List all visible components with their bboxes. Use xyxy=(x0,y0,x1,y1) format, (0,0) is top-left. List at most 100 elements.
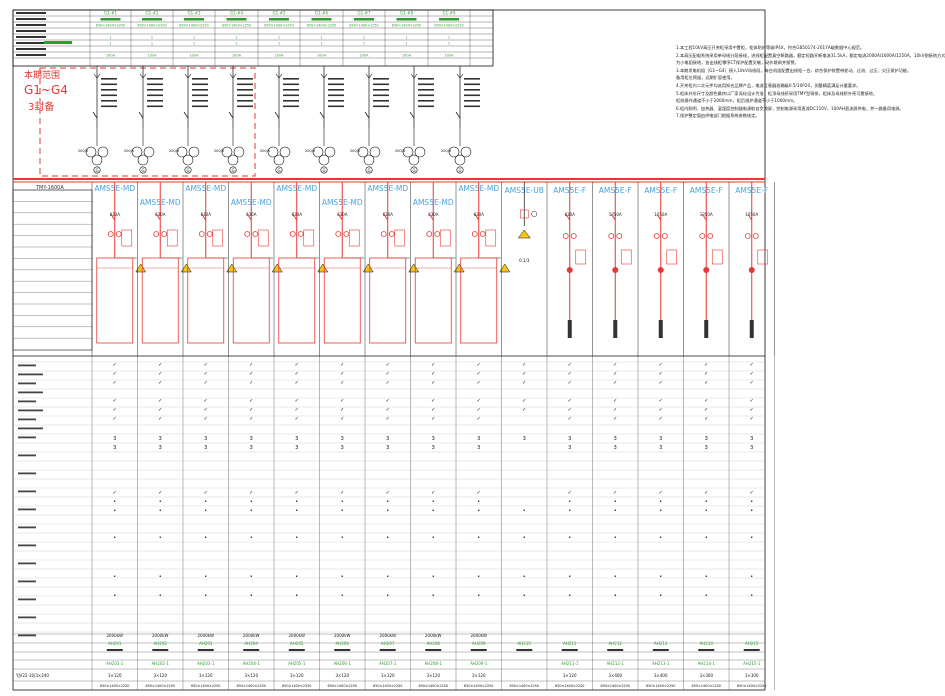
panel-dimensions: 650×1400×2250 xyxy=(646,684,675,688)
lower-mark: • xyxy=(432,508,435,514)
lower-mark: 3 xyxy=(250,445,253,451)
incomer-spec-text xyxy=(283,83,299,86)
lower-mark: ✓ xyxy=(295,362,299,368)
md-ct xyxy=(426,231,433,237)
gen-ct-right xyxy=(414,146,426,158)
lower-mark: ✓ xyxy=(613,490,617,496)
lower-left-label xyxy=(18,598,36,601)
incomer-spec-text xyxy=(328,83,344,86)
lower-mark: ✓ xyxy=(704,362,708,368)
design-note-line: 为小电阻接地，各出线柜零序CT保护配置灵敏，动作跳闸并报警。 xyxy=(676,60,799,66)
top-current: 100A xyxy=(274,54,284,58)
lower-mark: • xyxy=(523,508,526,514)
md-ct xyxy=(343,231,350,237)
design-note-line: 4.开关柜内二次元件均选用知名品牌产品，电流互感器准确级0.5/10P20，测量… xyxy=(676,82,861,88)
incomer-spec-text xyxy=(101,105,117,108)
gen-ct-right xyxy=(143,146,155,158)
lower-mark: • xyxy=(432,499,435,505)
f-arrester xyxy=(711,249,723,265)
f-zct xyxy=(612,267,619,273)
lower-mark: 3 xyxy=(432,436,435,442)
panel-ref-mark xyxy=(743,649,760,651)
lower-mark: • xyxy=(477,508,480,514)
lower-mark: ✓ xyxy=(750,362,754,368)
lower-mark: ✓ xyxy=(659,362,663,368)
design-note-line: 1.本工程10kV高压开关柜采用中置柜，柜体防护等级IP4X，符合GB50174… xyxy=(676,45,865,50)
lower-mark: ✓ xyxy=(477,362,481,368)
lower-left-label xyxy=(18,454,36,457)
lower-mark: ✓ xyxy=(750,371,754,377)
lower-mark: • xyxy=(386,535,389,541)
top-qty: 1 xyxy=(405,36,407,40)
lower-mark: • xyxy=(159,535,162,541)
md-arrester xyxy=(348,229,360,247)
incomer-arrow xyxy=(93,73,101,79)
lower-mark: 3 xyxy=(250,436,253,442)
f-cable-tag xyxy=(613,320,618,338)
gen-ct-right xyxy=(369,146,381,158)
panel-breaker-rating: 630A xyxy=(383,212,394,217)
lower-mark: ✓ xyxy=(522,407,526,413)
incomer-spec-text xyxy=(192,105,208,108)
lower-mark: ✓ xyxy=(295,380,299,386)
f-zct xyxy=(566,267,573,273)
lower-mark: • xyxy=(386,593,389,599)
ub-lamp xyxy=(531,211,538,217)
lower-mark: • xyxy=(295,574,298,580)
panel-number: AH202 xyxy=(154,641,168,646)
top-qty: 1 xyxy=(448,42,450,46)
incomer-spec-text xyxy=(328,78,344,80)
lower-mark: ✓ xyxy=(249,416,253,422)
f-ct xyxy=(707,233,714,239)
f-ct xyxy=(699,233,706,239)
lower-mark: • xyxy=(295,593,298,599)
panel-number: AH213 xyxy=(654,641,668,646)
f-breaker xyxy=(747,213,753,221)
lower-left-label xyxy=(18,427,43,430)
md-cable-box xyxy=(414,257,452,344)
f-breaker-rating: 1250A xyxy=(654,212,667,217)
md-ct xyxy=(153,231,160,237)
lower-mark: 3 xyxy=(432,445,435,451)
panel-dimensions: 650×1400×2250 xyxy=(282,684,311,688)
panel-dimensions: 650×1400×2250 xyxy=(692,684,721,688)
lower-mark: • xyxy=(568,593,571,599)
lower-mark: • xyxy=(614,508,617,514)
lower-mark: ✓ xyxy=(158,398,162,404)
scope-note-line3: 3封备 xyxy=(28,100,54,113)
top-type-bar xyxy=(311,18,332,21)
lower-mark: ✓ xyxy=(386,362,390,368)
panel-capacity: 2000kW xyxy=(471,633,487,638)
gen-ct-right xyxy=(188,146,200,158)
top-current: 100A xyxy=(106,54,116,58)
lower-mark: ✓ xyxy=(704,398,708,404)
panel-sub-number: AH213-1 xyxy=(652,661,670,666)
panel-number: AH210 xyxy=(518,641,532,646)
lower-mark: ✓ xyxy=(613,371,617,377)
md-arrester xyxy=(121,229,133,247)
lower-mark: • xyxy=(250,574,253,580)
lower-mark: ✓ xyxy=(158,362,162,368)
lower-mark: 3 xyxy=(750,436,753,442)
left-label-box xyxy=(12,189,93,351)
lower-mark: ✓ xyxy=(613,407,617,413)
lower-mark: 3 xyxy=(341,436,344,442)
lower-left-label xyxy=(18,382,36,385)
gen-ct-left xyxy=(448,146,460,158)
incomer-arrow xyxy=(320,73,328,79)
top-qty: 1 xyxy=(405,42,407,46)
lower-mark: • xyxy=(705,508,708,514)
lower-mark: • xyxy=(477,535,480,541)
gen-ct-bottom xyxy=(408,154,420,166)
lower-mark: ✓ xyxy=(522,398,526,404)
lower-mark: ✓ xyxy=(659,490,663,496)
lower-left-label xyxy=(18,472,36,475)
incomer-spec-text xyxy=(464,83,480,86)
top-size: 650×1400×2250 xyxy=(264,24,293,28)
incomer-arrow xyxy=(139,73,147,79)
top-qty: 1 xyxy=(278,36,280,40)
gen-label: G xyxy=(412,168,415,173)
gen-label: G xyxy=(231,168,234,173)
gen-ct-left xyxy=(357,146,369,158)
incomer-ct-ratio: 200/5 xyxy=(214,149,224,153)
